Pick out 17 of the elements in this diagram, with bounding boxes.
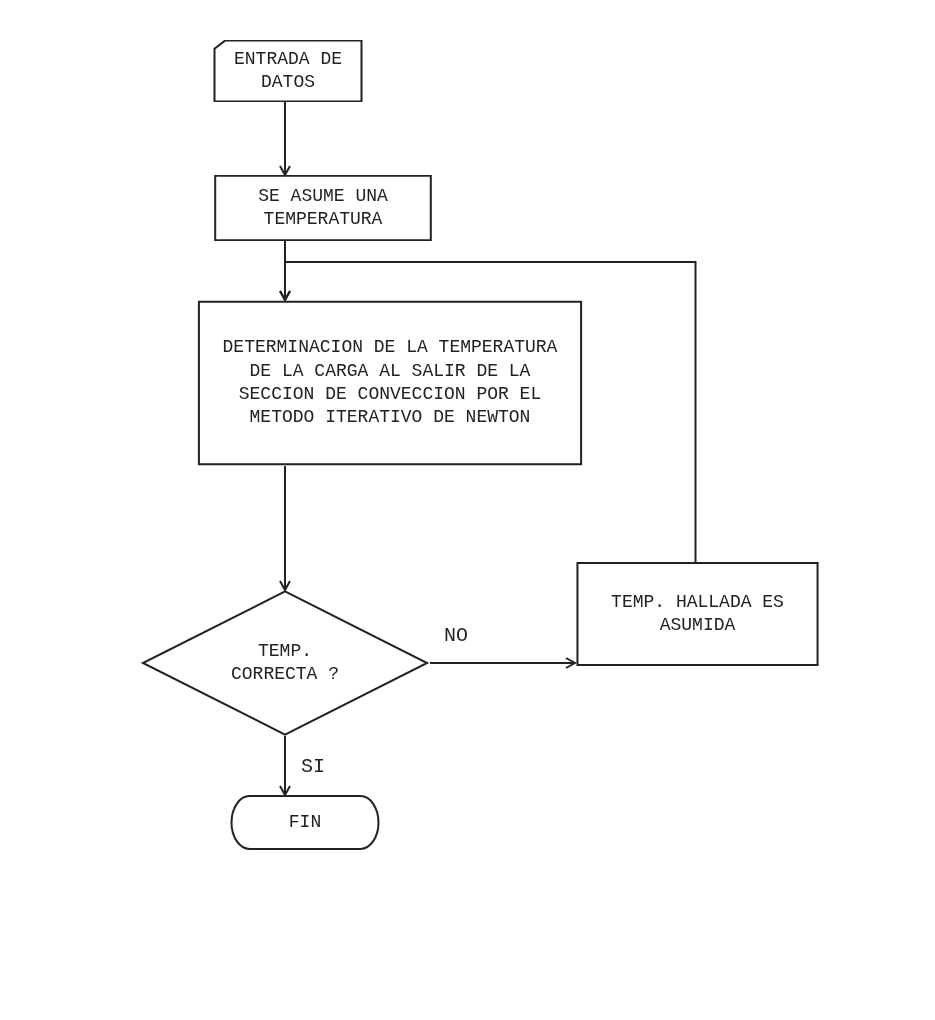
node-text: DETERMINACION DE LA TEMPERATURA DE LA CARGA AL SALIR DE LA SECCION DE CONVECCION POR EL METODO ITERATIVO DE NEWTON xyxy=(221,336,559,430)
arrow xyxy=(429,657,576,669)
node-text: ENTRADA DE DATOS xyxy=(233,47,343,94)
arrow xyxy=(279,261,697,563)
process-box xyxy=(213,175,433,241)
decision-diamond xyxy=(140,590,430,736)
arrow xyxy=(279,465,291,591)
node-text: TEMP. CORRECTA ? xyxy=(230,639,340,686)
process-box xyxy=(575,562,820,666)
node-text: FIN xyxy=(287,810,323,834)
arrow xyxy=(279,101,291,176)
process-box xyxy=(195,300,585,466)
terminal-shape xyxy=(230,795,380,850)
arrow xyxy=(279,735,291,796)
node-text: TEMP. HALLADA ES ASUMIDA xyxy=(610,590,785,637)
input-shape xyxy=(213,40,363,102)
node-text: SE ASUME UNA TEMPERATURA xyxy=(257,184,389,231)
